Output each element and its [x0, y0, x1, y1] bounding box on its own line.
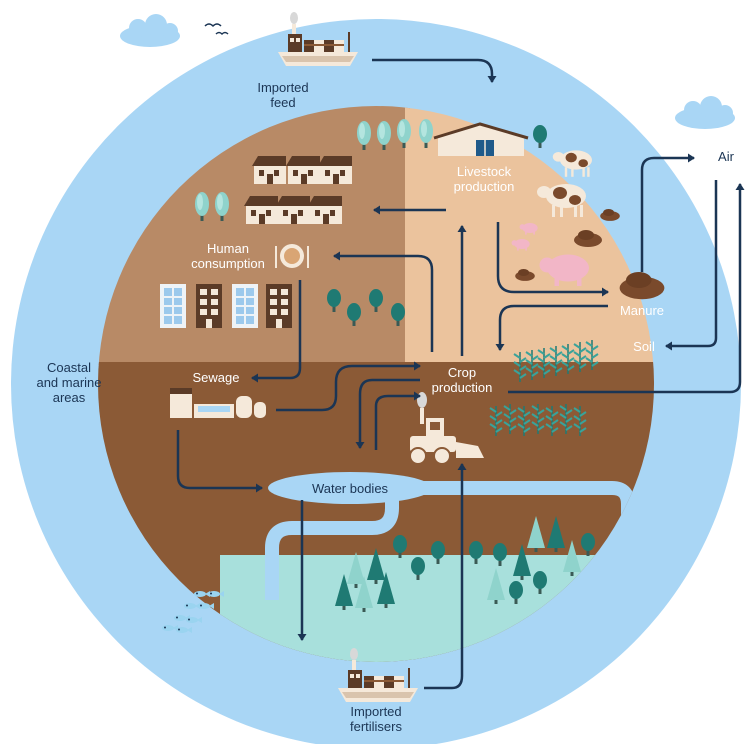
coastal-marine-label: Coastal and marine areas	[24, 360, 114, 405]
house-icon	[244, 196, 278, 224]
house-icon	[276, 196, 310, 224]
manure-label: Manure	[619, 303, 665, 318]
soil-label: Soil	[633, 339, 655, 354]
house-icon	[252, 156, 286, 184]
livestock-production-label: Livestock production	[438, 164, 530, 194]
air-label: Air	[718, 149, 734, 164]
imported-feed-line1: Imported	[257, 80, 309, 95]
imported-fertilisers-label: Imported fertilisers	[326, 704, 426, 734]
coastal-marine-line3: areas	[52, 390, 86, 405]
crop-production-line1: Crop	[447, 365, 477, 380]
apartment-icon	[159, 283, 187, 329]
livestock-production-line2: production	[453, 179, 515, 194]
cloud-icon	[675, 96, 735, 129]
human-consumption-line2: consumption	[191, 256, 265, 271]
imported-feed-line2: feed	[270, 95, 296, 110]
imported-fertilisers-line2: fertilisers	[349, 719, 402, 734]
house-icon	[308, 196, 342, 224]
human-consumption-label: Human consumption	[178, 241, 278, 271]
tractor-icon	[409, 392, 484, 465]
imported-fertilisers-line1: Imported	[350, 704, 402, 719]
house-icon	[318, 156, 352, 184]
coastal-marine-line2: and marine	[36, 375, 102, 390]
treatment-plant-icon	[170, 388, 266, 418]
birds-icon	[204, 23, 229, 36]
sewage-label: Sewage	[192, 370, 240, 385]
crop-production-label: Crop production	[416, 365, 508, 395]
livestock-production-line1: Livestock	[456, 164, 512, 179]
barn-icon	[433, 122, 529, 156]
apartment-icon	[266, 284, 292, 328]
cloud-icon	[120, 14, 180, 47]
crop-production-line2: production	[431, 380, 493, 395]
apartment-icon	[196, 284, 222, 328]
human-consumption-line1: Human	[207, 241, 249, 256]
river-channel-left	[265, 488, 399, 600]
house-icon	[286, 156, 320, 184]
flow-arrows	[176, 58, 745, 690]
water-bodies-label: Water bodies	[311, 481, 389, 496]
plate-icon	[275, 244, 309, 268]
imported-feed-label: Imported feed	[238, 80, 328, 110]
water-bodies-pond	[268, 472, 432, 504]
coastal-marine-line1: Coastal	[46, 360, 92, 375]
apartment-icon	[231, 283, 259, 329]
